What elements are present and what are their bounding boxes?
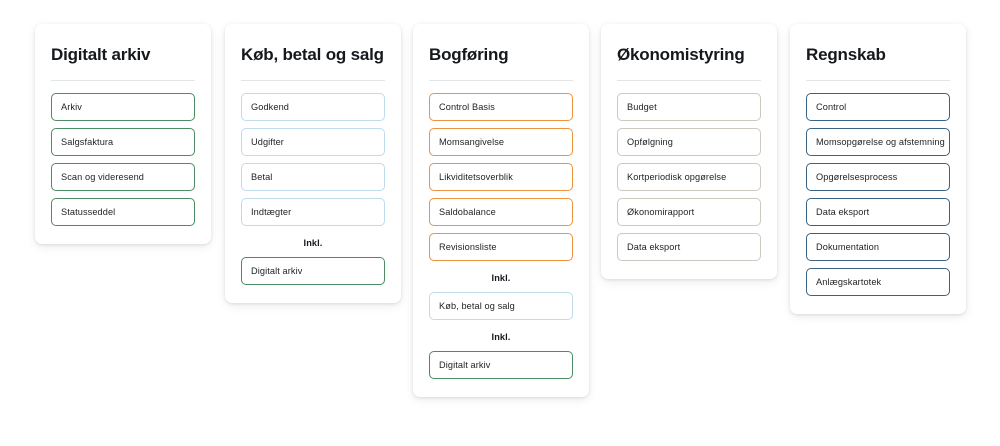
- list-item[interactable]: Betal: [241, 163, 385, 191]
- card-divider: [429, 80, 573, 81]
- card-title: Bogføring: [429, 45, 509, 64]
- included-module-item[interactable]: Digitalt arkiv: [429, 351, 573, 379]
- list-item[interactable]: Revisionsliste: [429, 233, 573, 261]
- list-item[interactable]: Godkend: [241, 93, 385, 121]
- list-item[interactable]: Økonomirapport: [617, 198, 761, 226]
- includes-label: Inkl.: [491, 332, 511, 342]
- list-item[interactable]: Anlægskartotek: [806, 268, 950, 296]
- list-item[interactable]: Saldobalance: [429, 198, 573, 226]
- list-item[interactable]: Arkiv: [51, 93, 195, 121]
- list-item[interactable]: Opfølgning: [617, 128, 761, 156]
- card-title: Regnskab: [806, 45, 886, 64]
- list-item[interactable]: Momsopgørelse og afstemning: [806, 128, 950, 156]
- card-divider: [617, 80, 761, 81]
- list-item[interactable]: Control: [806, 93, 950, 121]
- includes-label: Inkl.: [303, 238, 323, 248]
- list-item[interactable]: Kortperiodisk opgørelse: [617, 163, 761, 191]
- list-item[interactable]: Likviditetsoverblik: [429, 163, 573, 191]
- list-item[interactable]: Scan og videresend: [51, 163, 195, 191]
- includes-label: Inkl.: [491, 273, 511, 283]
- list-item[interactable]: Udgifter: [241, 128, 385, 156]
- list-item[interactable]: Dokumentation: [806, 233, 950, 261]
- card-divider: [806, 80, 950, 81]
- list-item[interactable]: Momsangivelse: [429, 128, 573, 156]
- list-item[interactable]: Indtægter: [241, 198, 385, 226]
- list-item[interactable]: Opgørelsesprocess: [806, 163, 950, 191]
- list-item[interactable]: Salgsfaktura: [51, 128, 195, 156]
- list-item[interactable]: Data eksport: [806, 198, 950, 226]
- list-item[interactable]: Control Basis: [429, 93, 573, 121]
- card-title: Økonomistyring: [617, 45, 745, 64]
- card-title: Digitalt arkiv: [51, 45, 151, 64]
- list-item[interactable]: Statusseddel: [51, 198, 195, 226]
- included-module-item[interactable]: Køb, betal og salg: [429, 292, 573, 320]
- card-divider: [51, 80, 195, 81]
- card-divider: [241, 80, 385, 81]
- card-title: Køb, betal og salg: [241, 45, 384, 64]
- included-module-item[interactable]: Digitalt arkiv: [241, 257, 385, 285]
- list-item[interactable]: Budget: [617, 93, 761, 121]
- list-item[interactable]: Data eksport: [617, 233, 761, 261]
